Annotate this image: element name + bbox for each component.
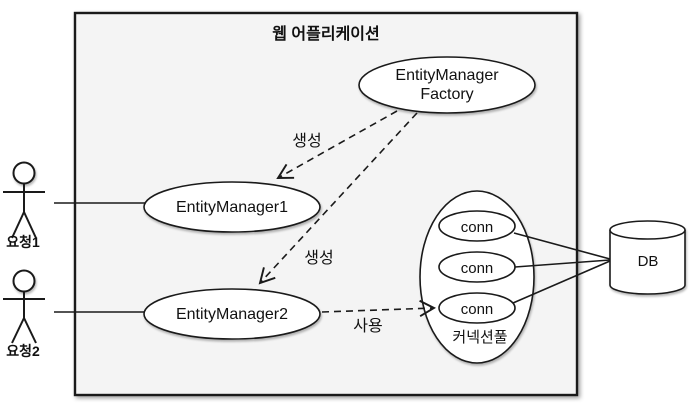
conn3-label: conn xyxy=(460,301,494,318)
actor1-leg-left xyxy=(11,211,25,239)
actor1-icon xyxy=(3,161,45,239)
actor2-leg-left xyxy=(11,317,25,344)
factory-label-line1: EntityManager xyxy=(395,67,499,84)
actor1-leg-right xyxy=(23,211,37,239)
db-label: DB xyxy=(637,253,659,270)
edge-em2-use-conn xyxy=(321,299,437,318)
edge-conn1-db xyxy=(513,232,611,260)
edge-label-create-em2: 생성 xyxy=(304,250,334,267)
conn1-node xyxy=(438,210,516,242)
diagram-title: 웹 어플리케이션 xyxy=(272,26,380,43)
factory-label-line2: Factory xyxy=(420,86,474,103)
edge-label-create-em1: 생성 xyxy=(292,133,322,150)
edge-conn2-db xyxy=(514,259,611,268)
conn3-node xyxy=(438,292,516,324)
entity-manager2-node xyxy=(143,288,321,340)
actor2-head xyxy=(12,269,36,293)
entity-manager1-node xyxy=(143,181,321,233)
conn1-label: conn xyxy=(460,219,494,236)
db-cylinder-body xyxy=(609,230,686,295)
entity-manager1-label: EntityManager1 xyxy=(175,199,289,216)
conn2-label: conn xyxy=(460,260,494,277)
connection-pool-label: 커넥션풀 xyxy=(452,329,508,346)
factory-node xyxy=(358,56,536,114)
actor2-label: 요청2 xyxy=(6,343,40,359)
edge-label-use: 사용 xyxy=(353,318,383,335)
db-cylinder-icon xyxy=(609,220,686,295)
db-cylinder-top xyxy=(609,220,686,240)
edge-factory-create-em2 xyxy=(258,112,418,285)
factory-label: EntityManager Factory xyxy=(395,66,498,104)
actor2-leg-right xyxy=(23,317,37,344)
entity-manager2-label: EntityManager2 xyxy=(175,306,289,323)
edge-conn3-db xyxy=(512,260,611,304)
edge-factory-create-em1 xyxy=(276,110,398,179)
actor1-head xyxy=(12,161,36,185)
actor1-label: 요청1 xyxy=(6,234,40,250)
actor2-icon xyxy=(3,269,45,344)
